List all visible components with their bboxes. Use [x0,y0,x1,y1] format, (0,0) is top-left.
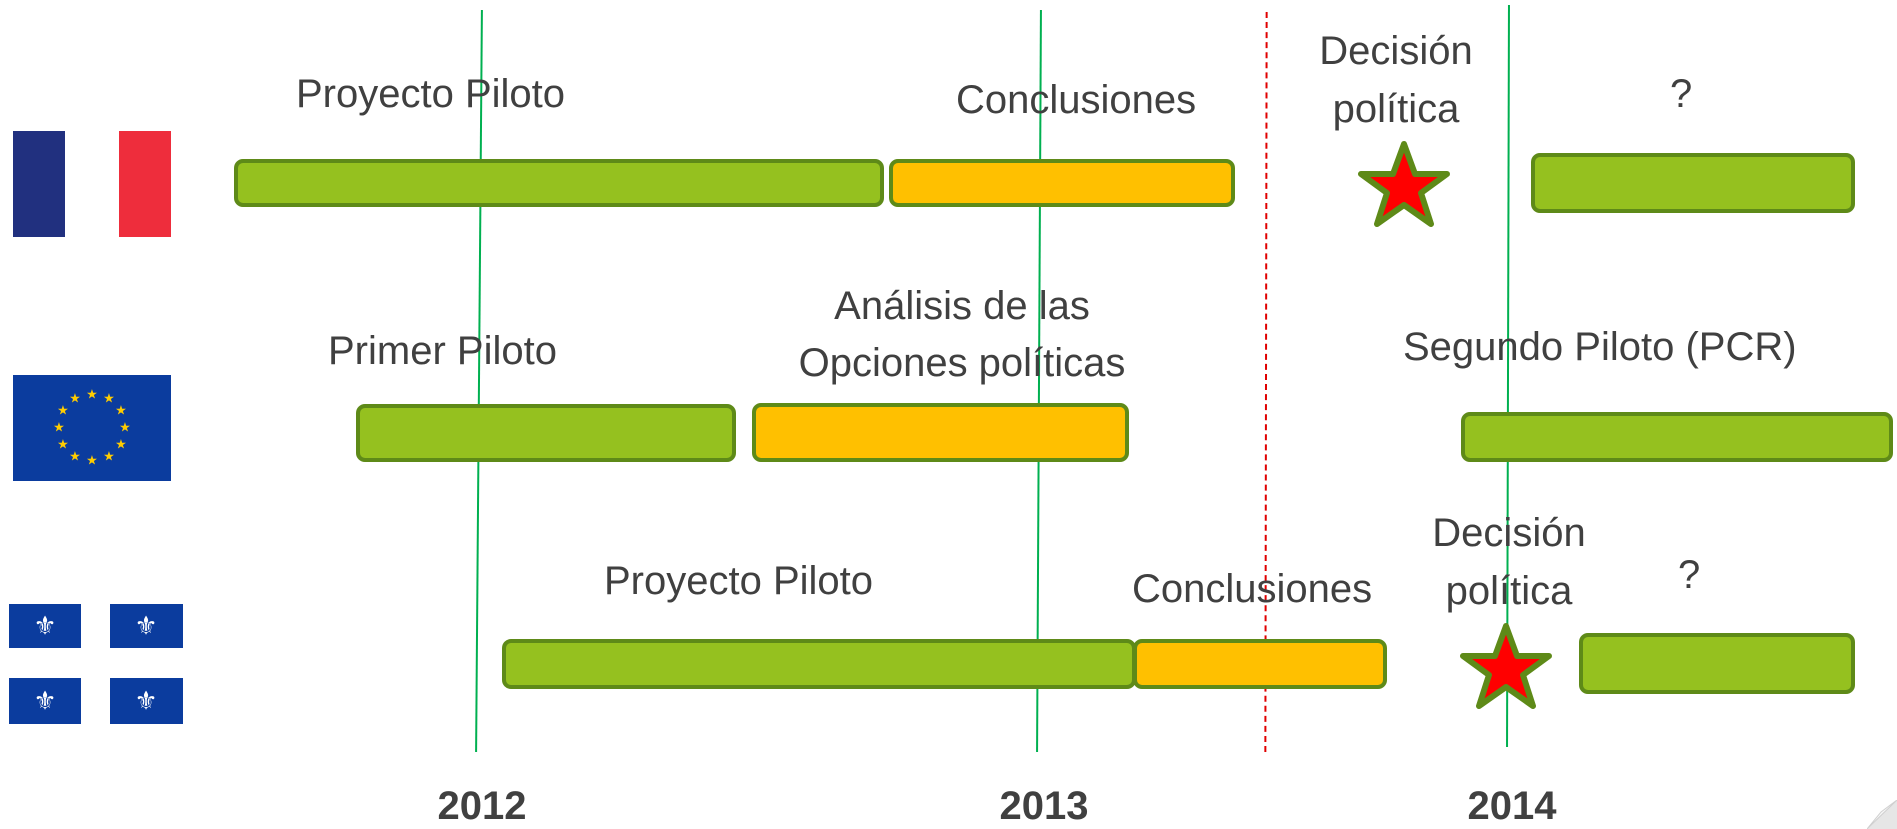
svg-text:⚜: ⚜ [33,612,56,642]
svg-text:⚜: ⚜ [33,687,56,717]
eu-second-pilot-bar [1461,412,1893,462]
svg-text:⚜: ⚜ [134,687,157,717]
svg-text:⚜: ⚜ [134,612,157,642]
page-curl-corner [1867,800,1897,829]
quebec-decision-star-icon [1460,623,1552,709]
france-flag [13,131,171,237]
france-future-label: ? [1670,72,1693,116]
svg-text:★: ★ [86,388,98,403]
quebec-future-label: ? [1678,553,1701,597]
year-label-2013: 2013 [999,784,1089,828]
quebec-pilot-bar [502,639,1136,689]
eu-pilot-bar [356,404,736,462]
quebec-flag: ⚜ ⚜ ⚜ ⚜ [9,604,183,724]
svg-text:★: ★ [57,438,69,453]
france-decision-star-icon [1358,141,1450,227]
svg-text:★: ★ [119,421,131,436]
france-pilot-bar [234,159,884,207]
svg-text:★: ★ [103,392,115,407]
quebec-future-bar [1579,633,1855,694]
svg-text:★: ★ [115,404,127,419]
eu-flag: ★ ★ ★ ★ ★ ★ ★ ★ ★ ★ ★ ★ [13,375,171,481]
eu-analysis-bar [752,403,1129,462]
svg-text:★: ★ [57,404,69,419]
svg-text:★: ★ [69,450,81,465]
quebec-conclusions-bar [1133,639,1387,689]
france-decision-label: Decisión política [1319,29,1473,131]
svg-text:★: ★ [86,454,98,469]
svg-text:★: ★ [103,450,115,465]
eu-second-pilot-label: Segundo Piloto (PCR) [1403,325,1797,369]
svg-text:★: ★ [69,392,81,407]
svg-text:★: ★ [53,421,65,436]
quebec-decision-label: Decisión política [1432,511,1586,613]
svg-text:★: ★ [115,438,127,453]
eu-pilot-label: Primer Piloto [328,329,557,373]
france-conclusions-bar [889,159,1235,207]
quebec-pilot-label: Proyecto Piloto [604,559,874,603]
france-future-bar [1531,153,1855,213]
france-conclusions-label: Conclusiones [956,78,1197,122]
year-label-2012: 2012 [437,784,527,828]
france-pilot-label: Proyecto Piloto [296,72,566,116]
year-label-2014: 2014 [1467,784,1557,828]
quebec-conclusions-label: Conclusiones [1132,567,1373,611]
eu-analysis-label: Análisis de las Opciones políticas [798,284,1126,385]
